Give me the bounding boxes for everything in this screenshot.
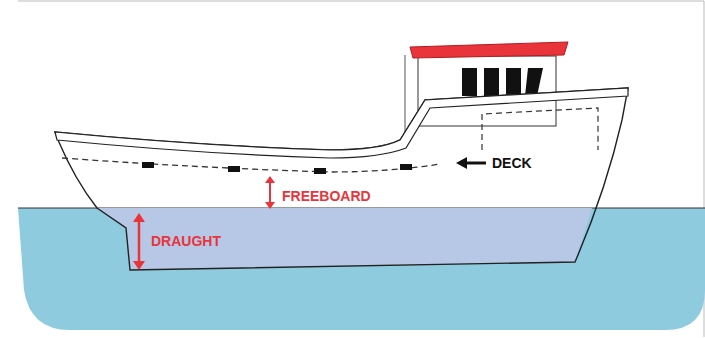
scupper [314, 168, 326, 174]
scupper [228, 166, 240, 172]
wheelhouse [418, 56, 556, 126]
draught-arrow [138, 218, 141, 265]
arrowhead [265, 202, 275, 209]
window [484, 68, 499, 96]
freeboard-label: FREEBOARD [282, 188, 371, 204]
scupper [142, 162, 154, 168]
deck-line [62, 158, 440, 172]
draught-label: DRAUGHT [151, 233, 221, 249]
arrowhead [133, 213, 145, 222]
deck-arrowhead [456, 157, 467, 169]
window [525, 68, 543, 96]
scupper [400, 164, 412, 170]
frame-line [18, 1, 704, 2]
wheelhouse-roof [410, 42, 568, 58]
gunwale [55, 88, 628, 158]
deck-label: DECK [492, 155, 532, 171]
hull-outline [55, 88, 628, 270]
arrowhead [265, 176, 275, 183]
hull-underwater [97, 208, 592, 270]
window [462, 68, 477, 96]
arrowhead [133, 261, 145, 270]
mast [405, 55, 406, 142]
window [506, 68, 521, 96]
water [18, 208, 705, 330]
forecastle-line [482, 108, 598, 150]
